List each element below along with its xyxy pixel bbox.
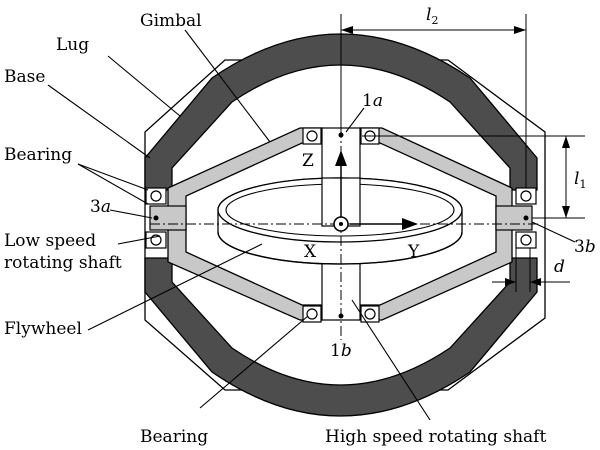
label-l2: l2 — [426, 5, 438, 27]
point-3b-dot — [523, 215, 529, 221]
label-gimbal: Gimbal — [140, 11, 202, 31]
leader-bearing-bottom — [199, 315, 309, 409]
label-1a: 1a — [362, 91, 383, 111]
leader-high-speed — [351, 299, 431, 421]
bearing-group-bottom — [302, 305, 380, 323]
y-arrowhead — [402, 218, 418, 230]
label-bearing-top: Bearing — [4, 145, 72, 165]
bearing-group-left — [145, 187, 167, 249]
leader-low-speed — [117, 235, 161, 245]
label-low-speed-1: Low speed — [4, 231, 96, 251]
leader-3b — [531, 221, 576, 243]
dimension-l2 — [340, 14, 527, 188]
leader-base — [47, 84, 151, 159]
point-3a-dot — [153, 215, 159, 221]
leader-bearing-top-b — [77, 163, 149, 205]
bearing-group-right — [515, 187, 537, 249]
label-low-speed-2: rotating shaft — [4, 253, 122, 273]
dimension-d — [492, 248, 570, 292]
dimension-l1 — [362, 135, 585, 219]
point-1a-dot — [338, 132, 344, 138]
leader-1a — [345, 107, 365, 133]
leader-lug — [107, 55, 181, 117]
leader-gimbal — [184, 29, 271, 143]
label-l1: l1 — [574, 169, 586, 191]
leader-bearing-top-a — [77, 163, 149, 191]
label-d: d — [554, 257, 565, 277]
leader-flywheel — [87, 243, 263, 331]
label-bearing-bottom: Bearing — [140, 427, 208, 447]
label-3b: 3b — [574, 237, 596, 257]
z-arrowhead — [335, 150, 347, 166]
label-base: Base — [4, 67, 45, 87]
point-1b-dot — [338, 313, 344, 319]
label-axis-y: Y — [407, 242, 420, 262]
label-axis-x: X — [304, 242, 317, 262]
leader-3a — [109, 209, 153, 219]
label-flywheel: Flywheel — [4, 319, 82, 339]
label-3a: 3a — [90, 197, 111, 217]
label-1b: 1b — [330, 341, 352, 361]
label-high-speed: High speed rotating shaft — [325, 427, 546, 447]
label-axis-z: Z — [302, 151, 314, 171]
label-lug: Lug — [56, 35, 89, 55]
